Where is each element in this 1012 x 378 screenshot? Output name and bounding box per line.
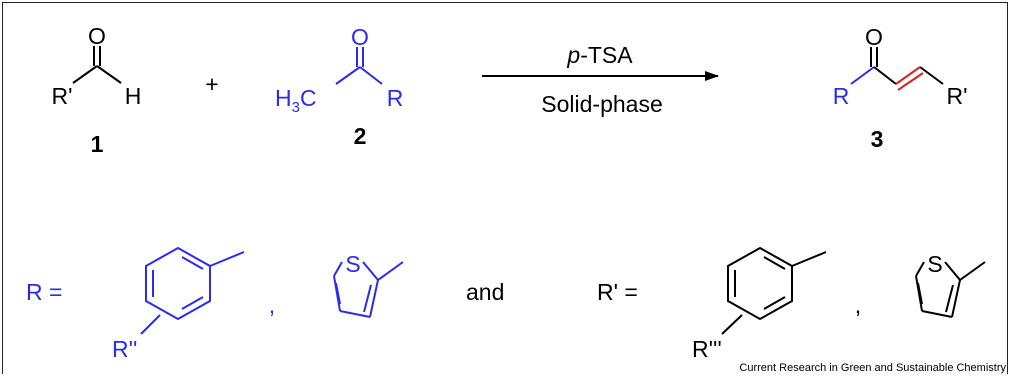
product-oxygen: O — [865, 24, 883, 50]
comma-2: , — [855, 292, 861, 318]
compound-number-2: 2 — [354, 123, 367, 149]
plus-sign: + — [205, 71, 218, 97]
source-caption: Current Research in Green and Sustainabl… — [739, 362, 1006, 374]
compound-number-3: 3 — [871, 126, 884, 152]
product-3 — [850, 47, 944, 91]
r-prime-thiophene-sulfur: S — [927, 251, 942, 277]
compound-number-1: 1 — [91, 131, 104, 157]
r-equals: R = — [26, 279, 62, 305]
r-prime-benzene-ring — [721, 246, 827, 335]
product-r: R — [833, 83, 850, 109]
r-substituent-label: R'' — [112, 336, 137, 362]
scheme-frame — [2, 2, 1008, 374]
aldehyde-oxygen: O — [88, 23, 106, 49]
ketone-methyl: H3C — [275, 85, 317, 116]
r-thiophene-sulfur: S — [345, 251, 360, 277]
ketone-2 — [335, 47, 383, 85]
aldehyde-r-prime: R' — [51, 83, 72, 109]
r-benzene-ring — [140, 246, 245, 335]
r-prime-equals: R' = — [597, 279, 638, 305]
ketone-oxygen: O — [351, 24, 369, 50]
arrow-condition: Solid-phase — [541, 91, 662, 117]
product-r-prime: R' — [946, 83, 967, 109]
ketone-r: R — [387, 85, 404, 111]
r-thiophene-ring — [333, 261, 404, 318]
aldehyde-1 — [72, 46, 122, 84]
and-word: and — [466, 279, 504, 305]
arrow-reagent: p-TSA — [566, 42, 633, 68]
comma-1: , — [269, 292, 275, 318]
r-prime-thiophene-ring — [915, 261, 986, 318]
aldehyde-hydrogen: H — [125, 83, 142, 109]
r-prime-substituent-label: R''' — [692, 336, 722, 362]
